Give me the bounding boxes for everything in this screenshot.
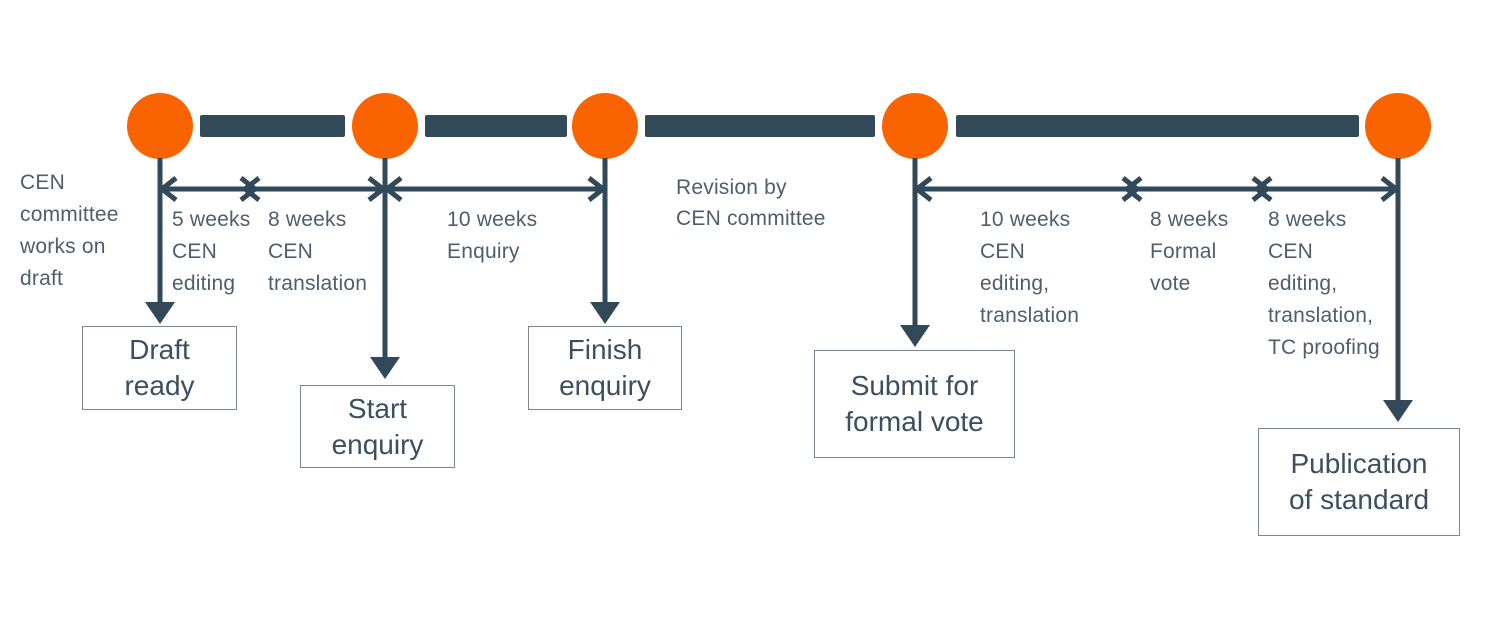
drop-arrow-icon — [370, 158, 400, 379]
drop-arrow-icon — [900, 158, 930, 347]
timeline-segment — [956, 115, 1359, 137]
duration-arrow-icon — [382, 176, 608, 202]
milestone-dot-icon — [352, 93, 418, 159]
timeline-segment — [200, 115, 345, 137]
drop-arrow-icon — [145, 158, 175, 324]
drop-arrows — [145, 158, 1413, 422]
duration-label: 8 weeks Formal vote — [1150, 208, 1229, 295]
milestone-box-start-enquiry: Start enquiry — [300, 385, 455, 468]
milestone-box-submit-formal-vote: Submit for formal vote — [814, 350, 1015, 458]
milestone-box-draft-ready: Draft ready — [82, 326, 237, 410]
milestone-dot-icon — [882, 93, 948, 159]
timeline-segment — [645, 115, 875, 137]
duration-arrow-icon — [240, 176, 388, 202]
timeline-segment — [425, 115, 567, 137]
duration-label: 8 weeks CEN translation — [268, 208, 368, 295]
duration-label: 10 weeks CEN editing, translation — [980, 208, 1080, 327]
milestone-box-finish-enquiry: Finish enquiry — [528, 326, 682, 410]
milestone-dot-icon — [127, 93, 193, 159]
milestone-dots — [127, 93, 1431, 159]
duration-arrows — [157, 176, 1401, 202]
drop-arrow-icon — [1383, 158, 1413, 422]
drop-arrow-icon — [590, 158, 620, 324]
revision-note: Revision by CEN committee — [676, 176, 826, 230]
milestone-dot-icon — [572, 93, 638, 159]
duration-arrow-icon — [1252, 176, 1401, 202]
duration-arrow-icon — [912, 176, 1142, 202]
duration-label: 5 weeks CEN editing — [172, 208, 251, 295]
duration-arrow-icon — [1122, 176, 1272, 202]
milestone-box-publication: Publication of standard — [1258, 428, 1460, 536]
duration-label: 8 weeks CEN editing, translation, TC pro… — [1268, 208, 1380, 359]
milestone-dot-icon — [1365, 93, 1431, 159]
duration-label: 10 weeks Enquiry — [447, 208, 538, 263]
start-note: CEN committee works on draft — [20, 171, 119, 290]
timeline-segments — [200, 115, 1359, 137]
